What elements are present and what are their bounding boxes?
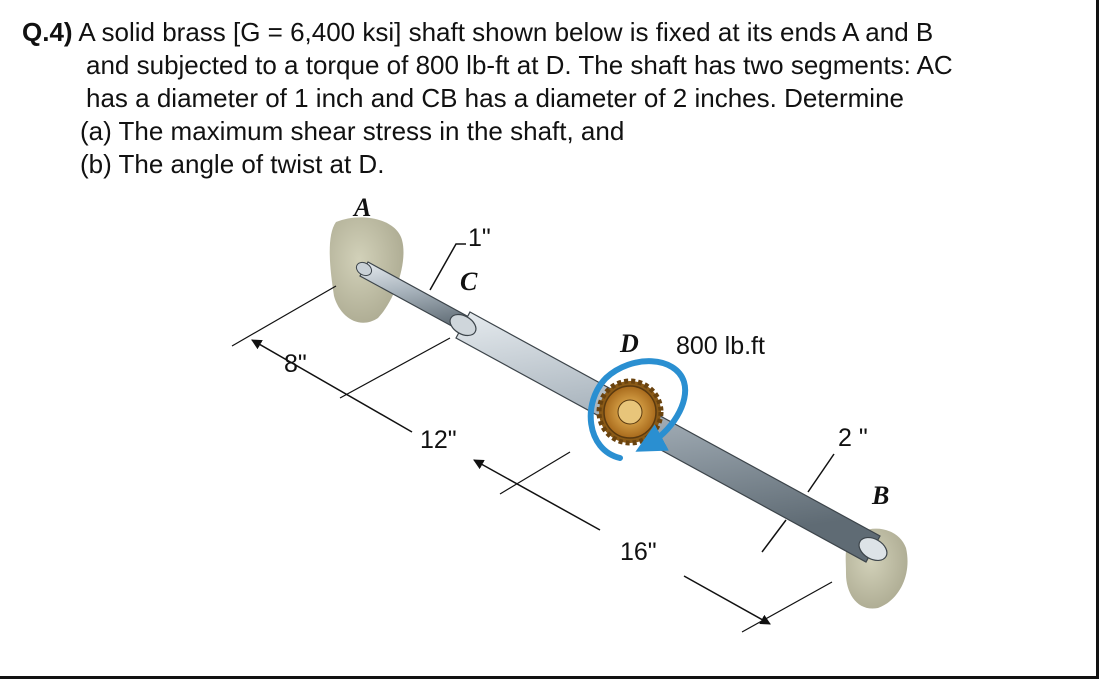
question-statement-line-1: A solid brass [G = 6,400 ksi] shaft show… (78, 17, 934, 47)
torque-arrow (587, 358, 689, 461)
label-point-c: C (460, 267, 478, 296)
label-dimension-12: 12" (420, 426, 457, 454)
shaft-end-a (355, 261, 373, 277)
shaft-end-b (858, 536, 888, 562)
question-text: Q.4) A solid brass [G = 6,400 ksi] shaft… (22, 16, 1082, 181)
label-point-a: A (352, 193, 371, 222)
dimension-ext-a (231, 285, 337, 347)
diameter-cb-leader-upper (807, 453, 835, 493)
dimension-8-line (251, 339, 413, 433)
label-point-d: D (619, 329, 639, 358)
label-point-b: B (871, 481, 889, 510)
dimension-ext-d (499, 451, 571, 495)
dimension-12-line (473, 459, 601, 531)
shaft-segment-cb (455, 311, 881, 563)
label-diameter-ac: 1" (468, 224, 491, 252)
question-statement-line-3: has a diameter of 1 inch and CB has a di… (86, 83, 904, 113)
gear-d (596, 378, 664, 446)
question-part-a: (a) The maximum shear stress in the shaf… (80, 116, 625, 146)
question-line-1: Q.4) A solid brass [G = 6,400 ksi] shaft… (22, 16, 1082, 49)
dimension-ext-c (339, 337, 451, 399)
label-diameter-cb: 2 " (838, 424, 868, 452)
diameter-ac-leader (429, 243, 466, 291)
dimension-16-line (683, 575, 771, 625)
question-part-b: (b) The angle of twist at D. (80, 149, 385, 179)
label-dimension-16: 16" (620, 538, 657, 566)
shaft-step-c (449, 313, 477, 337)
label-torque: 800 lb.ft (676, 332, 765, 360)
label-dimension-8: 8" (284, 350, 307, 378)
diameter-cb-leader-lower (761, 519, 787, 553)
dimension-ext-b (741, 581, 833, 633)
question-number: Q.4) (22, 17, 73, 47)
question-statement-line-2: and subjected to a torque of 800 lb-ft a… (86, 50, 953, 80)
